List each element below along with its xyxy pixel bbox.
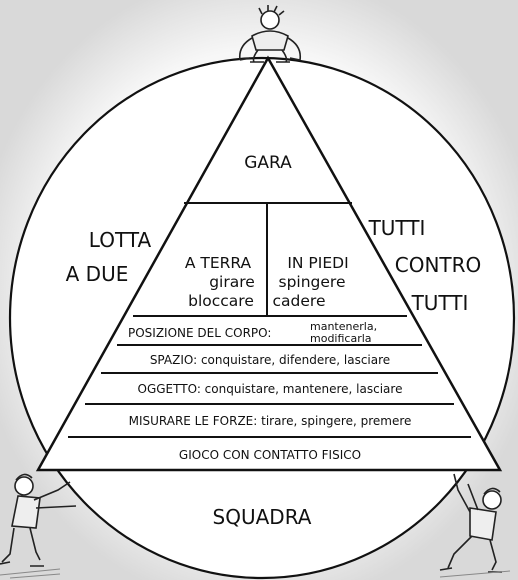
band-space: SPAZIO: conquistare, difendere, lasciare [150, 353, 390, 367]
middle-right-line-2: cadere [273, 292, 326, 310]
figure-bottom-right-icon [439, 473, 511, 578]
middle-left-line-2: bloccare [188, 292, 254, 310]
figure-bottom-left-icon [0, 473, 77, 579]
middle-right-title: IN PIEDI [287, 254, 348, 272]
apex-label: GARA [244, 153, 292, 173]
left-label-line-2: A DUE [66, 262, 129, 286]
band-object: OGGETTO: conquistare, mantenere, lasciar… [138, 382, 403, 396]
right-label-line-2: CONTRO [395, 253, 482, 277]
right-label-line-3: TUTTI [411, 291, 469, 315]
middle-left-line-1: girare [209, 273, 255, 291]
band-measure-forces: MISURARE LE FORZE: tirare, spingere, pre… [129, 414, 412, 428]
band-contact-game: GIOCO CON CONTATTO FISICO [179, 448, 361, 462]
middle-right-line-1: spingere [279, 273, 346, 291]
left-label-line-1: LOTTA [89, 228, 152, 252]
band-body-position-label: POSIZIONE DEL CORPO: [128, 326, 271, 340]
middle-left-title: A TERRA [185, 254, 252, 272]
right-label-line-1: TUTTI [368, 216, 426, 240]
band-body-position-verb-2: modificarla [310, 332, 372, 345]
band-body-position-verb-1: mantenerla, [310, 320, 377, 333]
pyramid-triangle [35, 55, 503, 472]
figure-top-icon [238, 5, 302, 63]
bottom-label: SQUADRA [213, 505, 312, 529]
